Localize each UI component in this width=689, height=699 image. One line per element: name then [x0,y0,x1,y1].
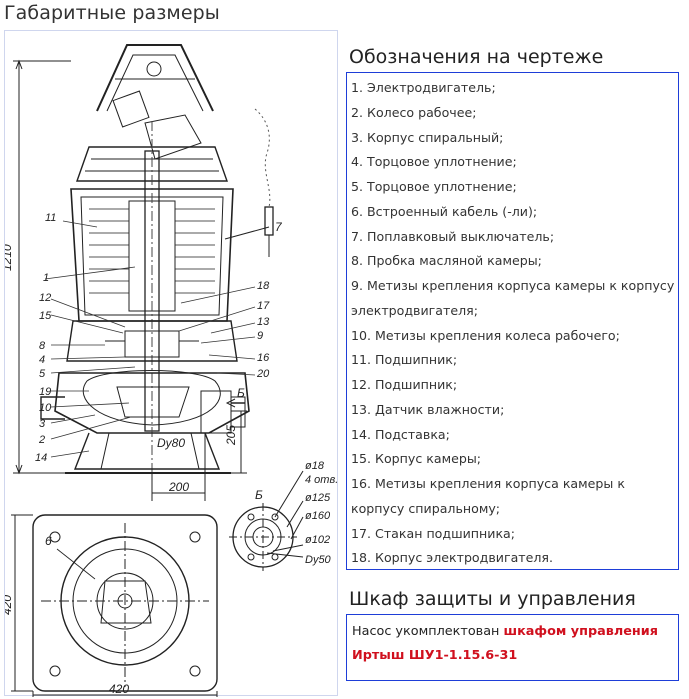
flange-label: ø18 [305,460,325,472]
legend-item: 10. Метизы крепления колеса рабочего; [351,327,620,343]
legend-item: 7. Поплавковый выключатель; [351,228,555,244]
callouts-left: 11 1 12 15 8 4 5 19 10 3 2 14 [35,212,56,464]
view-b-label: Б [255,488,263,502]
cabinet-text: Насос укомплектован [352,624,504,639]
callout-label: 11 [45,212,56,224]
cabinet-title: Шкаф защиты и управления [349,588,636,610]
callout-label: 9 [257,330,263,342]
callout-label: 18 [257,280,270,292]
legend-item: 11. Подшипник; [351,352,458,368]
legend-title: Обозначения на чертеже [349,46,604,68]
callouts-right: 18 17 13 9 16 20 [256,280,270,380]
page-title: Габаритные размеры [4,2,220,24]
legend-item: 9. Метизы крепления корпуса камеры к кор… [351,278,675,318]
legend-item: 5. Торцовое уплотнение; [351,179,517,194]
callout-7: 7 [275,220,283,234]
legend-item: 6. Встроенный кабель (-ли); [351,203,538,219]
cabinet-link[interactable]: шкафом управления [503,624,658,639]
legend-item: 18. Корпус электродвигателя. [351,550,553,566]
legend-item: 8. Пробка масляной камеры; [351,253,542,269]
callout-label: 13 [257,316,270,328]
callout-label: 8 [39,340,46,352]
callout-6: 6 [45,534,52,548]
flange-label: ø125 [305,492,331,504]
technical-drawing: 1210 200 205 Dy80 Б Б 7 6 420 420 ø18 4 … [4,30,338,697]
legend-list: 1. Электродвигатель; 2. Колесо рабочее; 3.… [346,72,679,570]
legend-item: 3. Корпус спиральный; [351,129,504,145]
callout-label: 19 [39,386,51,398]
flange-labels: ø18 4 отв. ø125 ø160 ø102 Dy50 [305,460,338,566]
legend-item: 15. Корпус камеры; [351,451,482,467]
callout-label: 12 [39,292,51,304]
callout-label: 3 [39,418,46,430]
legend-item: 13. Датчик влажности; [351,401,505,417]
callout-label: 10 [39,402,52,414]
legend-item: 4. Торцовое уплотнение; [351,154,517,170]
legend-item: 2. Колесо рабочее; [351,104,477,120]
callout-label: 20 [256,368,270,380]
legend-item: 1. Электродвигатель; [351,80,496,95]
callout-label: 2 [38,434,45,446]
callout-label: 5 [39,368,46,380]
plan-width-420: 420 [109,682,129,696]
cabinet-model-link[interactable]: Иртыш ШУ1-1.15.6-31 [352,648,518,663]
flange-label: Dy50 [305,554,332,566]
drawing-labels: 1210 200 205 Dy80 Б Б 7 6 420 420 ø18 4 … [5,212,338,696]
flange-label: ø102 [305,534,330,546]
callout-label: 1 [43,272,49,284]
callout-label: 14 [35,452,47,464]
view-arrow-label: Б [237,386,245,400]
dim-height-1210: 1210 [5,244,14,271]
cabinet-info: Насос укомплектован шкафом управления Ир… [346,614,679,681]
dim-width-200: 200 [168,480,189,494]
flange-label: ø160 [305,510,331,522]
plan-height-420: 420 [5,595,14,615]
legend-item: 16. Метизы крепления корпуса камеры к ко… [351,476,625,516]
callout-label: 4 [39,354,45,366]
outlet-label-dy80: Dy80 [157,436,185,450]
flange-label: 4 отв. [305,474,338,486]
callout-label: 16 [257,352,270,364]
legend-item: 17. Стакан подшипника; [351,525,516,541]
callout-label: 17 [257,300,270,312]
legend-item: 12. Подшипник; [351,377,458,392]
callout-label: 15 [39,310,52,322]
dim-height-205: 205 [224,425,238,446]
legend-item: 14. Подставка; [351,426,450,442]
